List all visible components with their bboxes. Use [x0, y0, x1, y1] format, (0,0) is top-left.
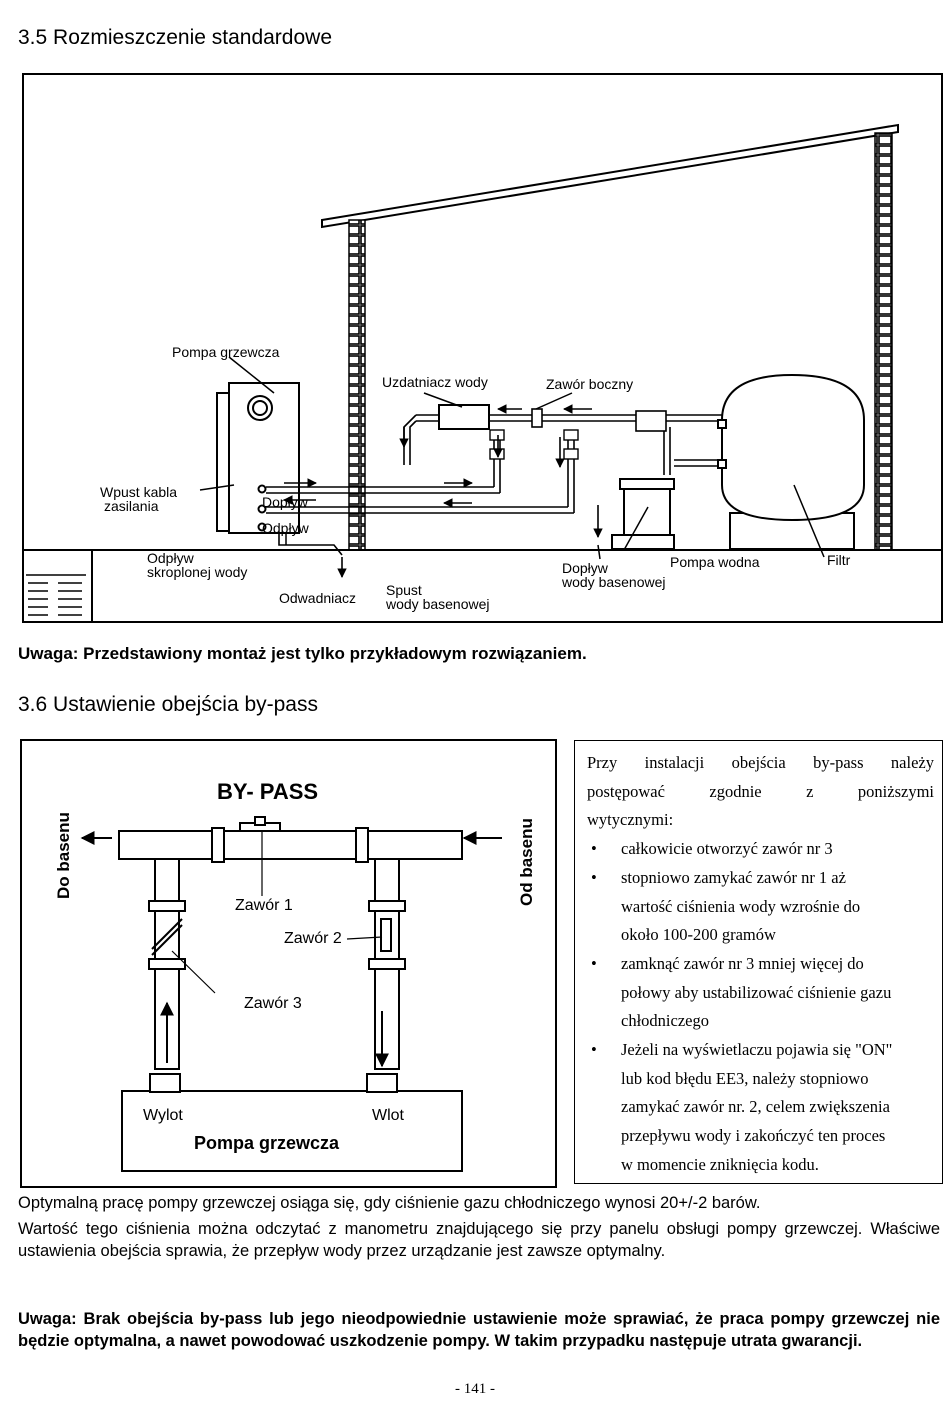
label-zawor-1: Zawór 1 — [235, 897, 293, 914]
label-doplyw-bas-1: Dopływ — [562, 560, 609, 576]
label-doplyw: Dopływ — [262, 494, 309, 510]
instr-intro-1: Przy instalacji obejścia by-pass należy — [587, 753, 934, 772]
instr-intro-3: wytycznymi: — [587, 810, 674, 830]
label-filtr: Filtr — [827, 552, 851, 568]
heat-pump-box — [121, 1073, 463, 1172]
bypass-instructions: Przy instalacji obejścia by-pass należy … — [574, 740, 943, 1184]
page-number: - 141 - — [455, 1381, 495, 1397]
label-od-basenu: Od basenu — [517, 818, 536, 906]
label-spust-2: wody basenowej — [385, 596, 490, 612]
instr-intro-2: postępować zgodnie z poniższymi — [587, 781, 934, 801]
warning-bypass: Uwaga: Brak obejścia by-pass lub jego ni… — [18, 1310, 940, 1350]
label-wlot: Wlot — [372, 1107, 405, 1124]
pool-water — [26, 574, 86, 616]
section-title-3-5: 3.5 Rozmieszczenie standardowe — [18, 26, 332, 49]
note-3-5: Uwaga: Przedstawiony montaż jest tylko p… — [18, 644, 587, 663]
installation-diagram: Pompa grzewcza Uzdatniacz wody Zawór boc… — [22, 73, 943, 623]
paragraph-pressure-reading: Wartość tego ciśnienia można odczytać z … — [18, 1220, 940, 1260]
instr-bullet-4: Jeżeli na wyświetlaczu pojawia się "ON" … — [587, 1036, 934, 1180]
label-wylot: Wylot — [143, 1107, 183, 1124]
right-wall — [874, 132, 893, 551]
label-wpust-2: zasilania — [104, 498, 159, 514]
label-odplyw: Odpływ — [262, 520, 310, 536]
label-zawor-3: Zawór 3 — [244, 995, 302, 1012]
section-title-3-6: 3.6 Ustawienie obejścia by-pass — [18, 693, 318, 716]
filter-tank — [717, 373, 865, 550]
heat-pump-unit — [216, 382, 300, 534]
instr-bullet-2: stopniowo zamykać zawór nr 1 aż wartość … — [587, 864, 934, 950]
label-spust-1: Spust — [386, 582, 422, 598]
label-uzdatniacz: Uzdatniacz wody — [382, 374, 488, 390]
left-wall — [348, 219, 366, 551]
label-wpust-1: Wpust kabla — [100, 484, 177, 500]
label-doplyw-bas-2: wody basenowej — [561, 574, 666, 590]
bypass-pipe — [118, 816, 463, 863]
label-pompa-grzewcza-box: Pompa grzewcza — [194, 1133, 340, 1153]
label-zawor-boczny: Zawór boczny — [546, 376, 633, 392]
label-odplyw-skr-2: skroplonej wody — [147, 564, 247, 580]
water-treatment — [438, 404, 490, 430]
roof — [321, 123, 899, 229]
bypass-diagram: BY- PASS Do basenu Od basenu — [20, 739, 557, 1188]
instr-list: całkowicie otworzyć zawór nr 3 stopniowo… — [587, 835, 934, 1179]
paragraph-optimal-pressure: Optymalną pracę pompy grzewczej osiąga s… — [18, 1194, 761, 1212]
label-odwadniacz: Odwadniacz — [279, 590, 356, 606]
label-pompa-wodna: Pompa wodna — [670, 554, 760, 570]
instr-bullet-3: zamknąć zawór nr 3 mniej więcej do połow… — [587, 950, 934, 1036]
water-pump — [611, 478, 675, 550]
bypass-title: BY- PASS — [217, 779, 318, 804]
installation-drawing: Pompa grzewcza Uzdatniacz wody Zawór boc… — [24, 123, 941, 621]
instr-bullet-1: całkowicie otworzyć zawór nr 3 — [587, 835, 934, 864]
bypass-drawing: BY- PASS Do basenu Od basenu — [54, 779, 536, 1172]
label-pompa-grzewcza: Pompa grzewcza — [172, 344, 280, 360]
label-odplyw-skr-1: Odpływ — [147, 550, 195, 566]
label-zawor-2: Zawór 2 — [284, 930, 342, 947]
label-do-basenu: Do basenu — [54, 812, 73, 899]
